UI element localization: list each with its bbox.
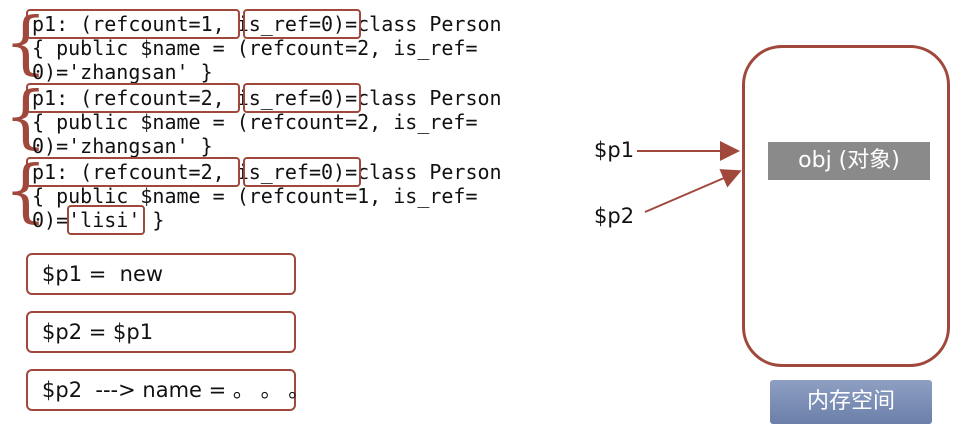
statement-assign: $p2 = $p1 <box>26 311 296 353</box>
statement-new: $p1 = new <box>26 253 296 295</box>
code-line: 0)='zhangsan' } <box>32 60 213 84</box>
brace-block-3: { <box>4 152 48 231</box>
highlight-refcount <box>26 157 240 187</box>
highlight-is-ref <box>243 83 361 113</box>
memory-space-label: 内存空间 <box>770 380 932 424</box>
highlight-is-ref <box>243 157 361 187</box>
arrow-p2 <box>644 169 742 213</box>
code-line: { public $name = (refcount=2, is_ref= <box>32 110 478 134</box>
brace-block-2: { <box>4 78 48 157</box>
highlight-refcount <box>26 83 240 113</box>
code-line: { public $name = (refcount=1, is_ref= <box>32 184 478 208</box>
code-line: { public $name = (refcount=2, is_ref= <box>32 36 478 60</box>
variable-p2: $p2 <box>594 204 635 228</box>
code-line: p1: (refcount=2, is_ref=0)=class Person <box>32 160 502 184</box>
memory-region <box>742 45 950 367</box>
code-line: 0)='lisi' } <box>32 208 165 232</box>
code-line: p1: (refcount=2, is_ref=0)=class Person <box>32 86 502 110</box>
variable-p1: $p1 <box>594 138 635 162</box>
brace-block-1: { <box>4 4 48 83</box>
object-label: obj (对象) <box>768 142 930 180</box>
code-line: 0)='zhangsan' } <box>32 134 213 158</box>
code-line: p1: (refcount=1, is_ref=0)=class Person <box>32 12 502 36</box>
highlight-lisi <box>67 205 145 235</box>
highlight-is-ref <box>243 9 361 39</box>
statement-modify: $p2 ---> name = 。 。 。 <box>26 369 309 411</box>
highlight-refcount <box>26 9 240 39</box>
